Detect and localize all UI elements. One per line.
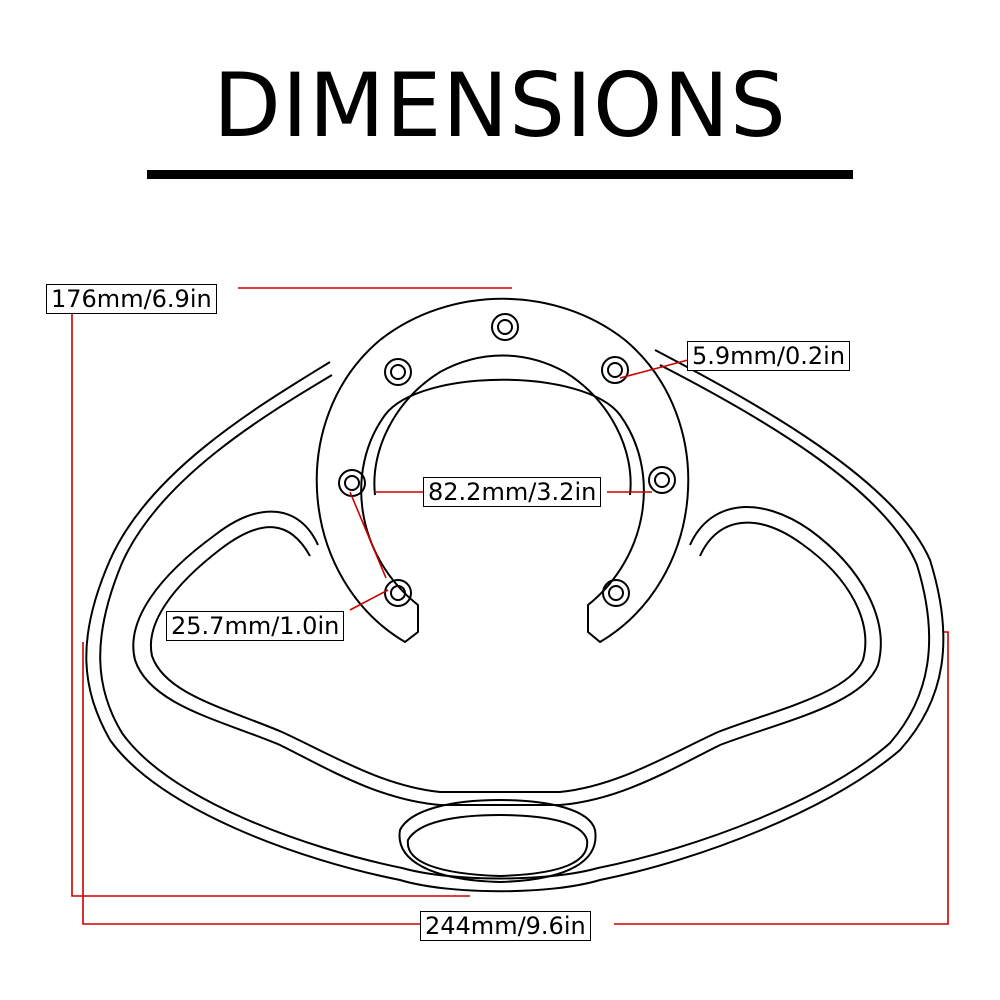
inner-gap-dimension-label: 82.2mm/3.2in <box>423 477 602 507</box>
height-dimension-label: 176mm/6.9in <box>46 284 217 314</box>
bolt-hole <box>384 358 412 386</box>
right-grip-inner <box>699 521 867 733</box>
bolt-holes <box>338 313 676 607</box>
bolt-hole <box>601 356 629 384</box>
spacing-dimension-line <box>349 589 389 611</box>
outer-frame <box>85 349 945 893</box>
outer-frame-inner-edge <box>99 364 931 880</box>
bolt-hole <box>602 579 630 607</box>
page-title: DIMENSIONS <box>213 54 787 157</box>
ring-plate-inner-edge <box>373 354 632 496</box>
bolt-dimension-line <box>619 359 689 379</box>
bolt-hole <box>491 313 519 341</box>
height-dimension-line <box>71 310 470 897</box>
ring-plate <box>315 297 690 643</box>
dimension-lines <box>71 287 949 925</box>
hole-spacing-dimension-label: 25.7mm/1.0in <box>166 611 345 641</box>
width-dimension-line <box>82 642 420 925</box>
center-boss-inner <box>406 814 589 877</box>
width-dimension-line <box>614 631 949 925</box>
right-grip-opening <box>689 506 882 746</box>
bolt-hole-dimension-label: 5.9mm/0.2in <box>687 341 851 371</box>
bolt-hole <box>648 466 676 494</box>
center-boss <box>398 799 597 883</box>
title-underline <box>147 170 853 179</box>
left-grip-inner <box>149 526 719 793</box>
left-grip-opening <box>132 510 721 806</box>
width-dimension-label: 244mm/9.6in <box>420 911 591 941</box>
bolt-hole <box>384 579 412 607</box>
spacing-dimension-line <box>349 491 387 579</box>
